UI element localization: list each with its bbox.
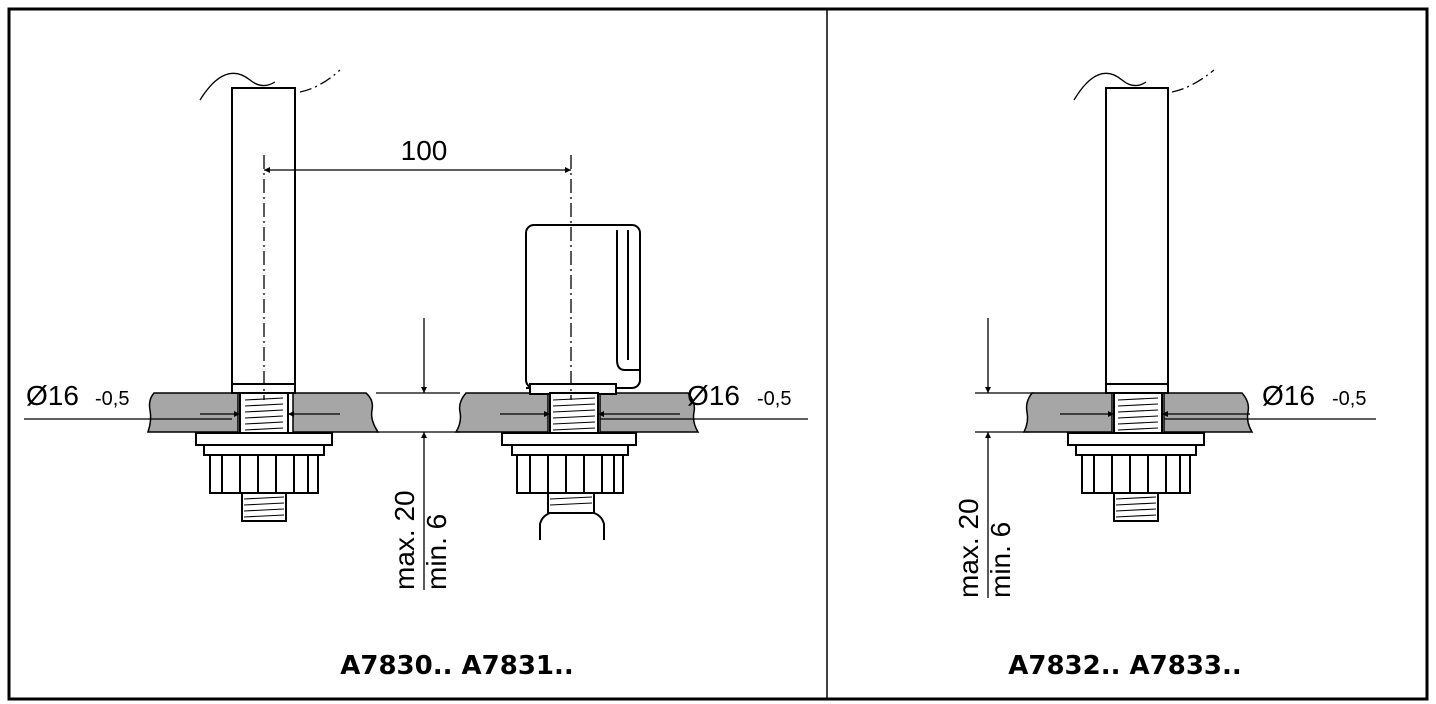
spacing-dimension: 100 bbox=[264, 135, 571, 173]
right-panel: Ø16 -0,5 max. 20 min. 6 A7832.. A7833.. bbox=[953, 69, 1376, 681]
handle-fitting bbox=[501, 392, 637, 540]
diameter-value-left: Ø16 bbox=[26, 380, 79, 411]
diameter-tolerance-right: -0,5 bbox=[757, 388, 791, 410]
diameter-tolerance-rp: -0,5 bbox=[1332, 388, 1366, 410]
spout-fitting bbox=[195, 392, 333, 522]
spout-tube-right bbox=[1073, 69, 1215, 394]
diameter-tolerance-left: -0,5 bbox=[95, 388, 129, 410]
thickness-dimension-right: max. 20 min. 6 bbox=[953, 318, 1034, 598]
diameter-value-rp: Ø16 bbox=[1262, 380, 1315, 411]
countertop-left bbox=[146, 392, 700, 433]
min-thickness-left: min. 6 bbox=[421, 514, 452, 590]
diameter-value-right: Ø16 bbox=[687, 380, 740, 411]
max-thickness-right: max. 20 bbox=[953, 498, 984, 598]
diameter-dimension-right: Ø16 -0,5 bbox=[500, 380, 808, 420]
spout-fitting-right bbox=[1067, 392, 1205, 522]
spout-tube bbox=[199, 69, 341, 394]
max-thickness-left: max. 20 bbox=[389, 490, 420, 590]
diameter-dimension-left: Ø16 -0,5 bbox=[24, 380, 340, 420]
spacing-value: 100 bbox=[401, 135, 448, 166]
left-panel: 100 Ø16 -0,5 Ø16 -0,5 max. 20 min. 6 bbox=[24, 69, 808, 681]
handle-body bbox=[525, 224, 641, 395]
countertop-right bbox=[1022, 392, 1254, 433]
min-thickness-right: min. 6 bbox=[985, 522, 1016, 598]
thickness-dimension-left: max. 20 min. 6 bbox=[376, 318, 460, 590]
model-numbers-left: A7830.. A7831.. bbox=[340, 651, 574, 681]
diameter-dimension-right-panel: Ø16 -0,5 bbox=[1060, 380, 1376, 420]
drawing-frame bbox=[7, 7, 1429, 701]
model-numbers-right: A7832.. A7833.. bbox=[1008, 651, 1242, 681]
